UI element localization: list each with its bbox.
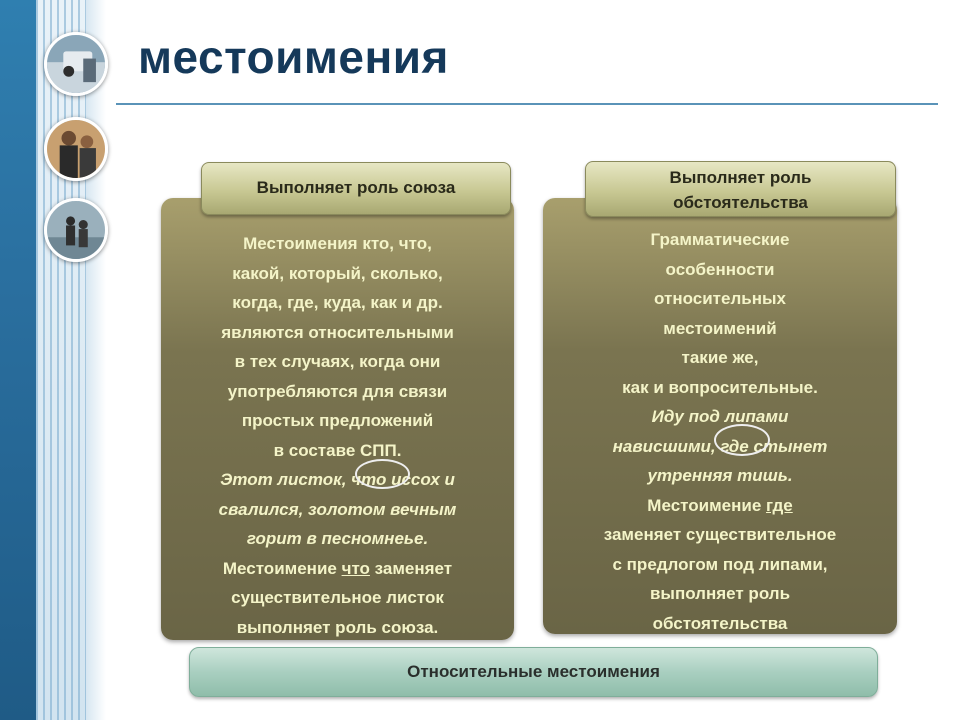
- right-tab-line: обстоятельства: [673, 193, 808, 212]
- left-panel: [161, 198, 514, 640]
- page-title: местоимения: [138, 31, 449, 83]
- left-panel-text: Местоимения кто, что, какой, который, ск…: [161, 229, 514, 642]
- left-line: Местоимения кто, что,: [243, 234, 432, 253]
- right-line: особенности: [665, 259, 775, 279]
- right-note-word: где: [766, 495, 793, 515]
- left-line: в тех случаях, когда они: [234, 352, 441, 371]
- left-line: когда, где, куда, как и др.: [232, 293, 443, 312]
- left-sidebar-strip: [0, 0, 36, 720]
- right-note-line: выполняет роль: [649, 584, 791, 603]
- left-example-line: свалился, золотом вечным: [218, 499, 457, 519]
- photo-people-2: [44, 117, 108, 181]
- right-line: как и вопросительные.: [622, 377, 818, 397]
- right-example-line: Иду под липами: [651, 407, 789, 426]
- people-icon: [47, 35, 105, 93]
- highlight-circle-chto: [355, 459, 410, 489]
- right-panel-tab: Выполняет роль обстоятельства: [585, 161, 896, 217]
- right-example-line: утренняя тишь.: [647, 466, 793, 485]
- left-panel-tab: Выполняет роль союза: [201, 162, 511, 215]
- right-note-line: Местоимение где: [543, 491, 897, 521]
- left-note-line: Местоимение что заменяет: [161, 554, 514, 584]
- left-example-line: горит в песномнеье.: [246, 529, 429, 548]
- right-panel-text: Грамматические особенности относительных…: [543, 225, 897, 638]
- left-line: употребляются для связи: [227, 381, 448, 401]
- right-line: относительных: [654, 289, 786, 308]
- people-icon: [47, 120, 105, 178]
- left-line: простых предложений: [241, 411, 434, 430]
- bottom-caption-bar: Относительные местоимения: [189, 647, 878, 697]
- left-fade: [86, 0, 106, 720]
- right-line: такие же,: [681, 348, 759, 367]
- right-line: местоимений: [663, 318, 777, 338]
- right-note-line: обстоятельства: [652, 613, 788, 633]
- right-note-line: с предлогом под липами,: [612, 554, 828, 574]
- right-panel: [543, 198, 897, 634]
- people-icon: [47, 201, 105, 259]
- left-note-word: что: [341, 558, 370, 578]
- right-note-before: Местоимение: [647, 495, 767, 515]
- left-note-line: существительное листок: [231, 588, 444, 607]
- right-note-line: заменяет существительное: [603, 525, 837, 544]
- left-note-line: выполняет роль союза.: [236, 617, 439, 637]
- left-note-before: Местоимение: [222, 558, 342, 578]
- left-line: в составе СПП.: [273, 440, 402, 460]
- left-striped-decoration: [36, 0, 86, 720]
- photo-people-1: [44, 32, 108, 96]
- left-line: какой, который, сколько,: [232, 263, 443, 283]
- right-line: Грамматические: [650, 230, 790, 249]
- left-note-after: заменяет: [369, 558, 453, 578]
- title-divider: [116, 103, 938, 105]
- left-example-line: Этот листок, что иссох и: [220, 470, 455, 489]
- highlight-circle-gde: [714, 424, 770, 456]
- right-tab-line: Выполняет роль: [669, 168, 812, 187]
- photo-people-3: [44, 198, 108, 262]
- left-line: являются относительными: [221, 322, 454, 342]
